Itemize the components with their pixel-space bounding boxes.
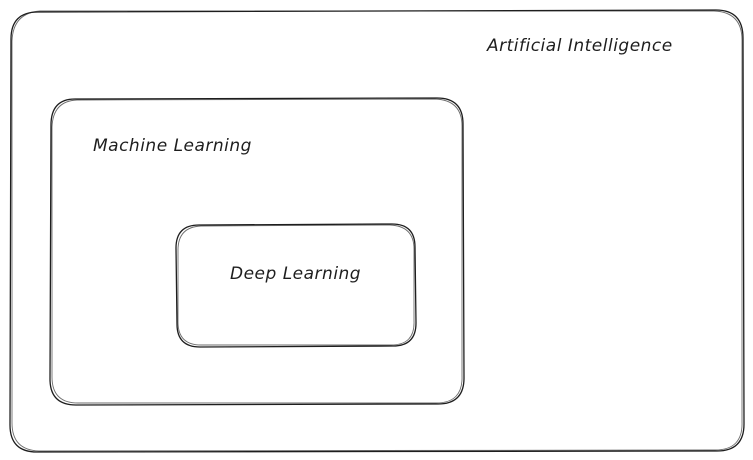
- label-artificial-intelligence: Artificial Intelligence: [487, 36, 673, 56]
- box-machine-learning[interactable]: [49, 97, 465, 406]
- label-machine-learning: Machine Learning: [93, 136, 252, 156]
- label-deep-learning: Deep Learning: [230, 264, 362, 284]
- box-deep-learning[interactable]: [175, 223, 417, 348]
- box-artificial-intelligence[interactable]: [9, 9, 745, 453]
